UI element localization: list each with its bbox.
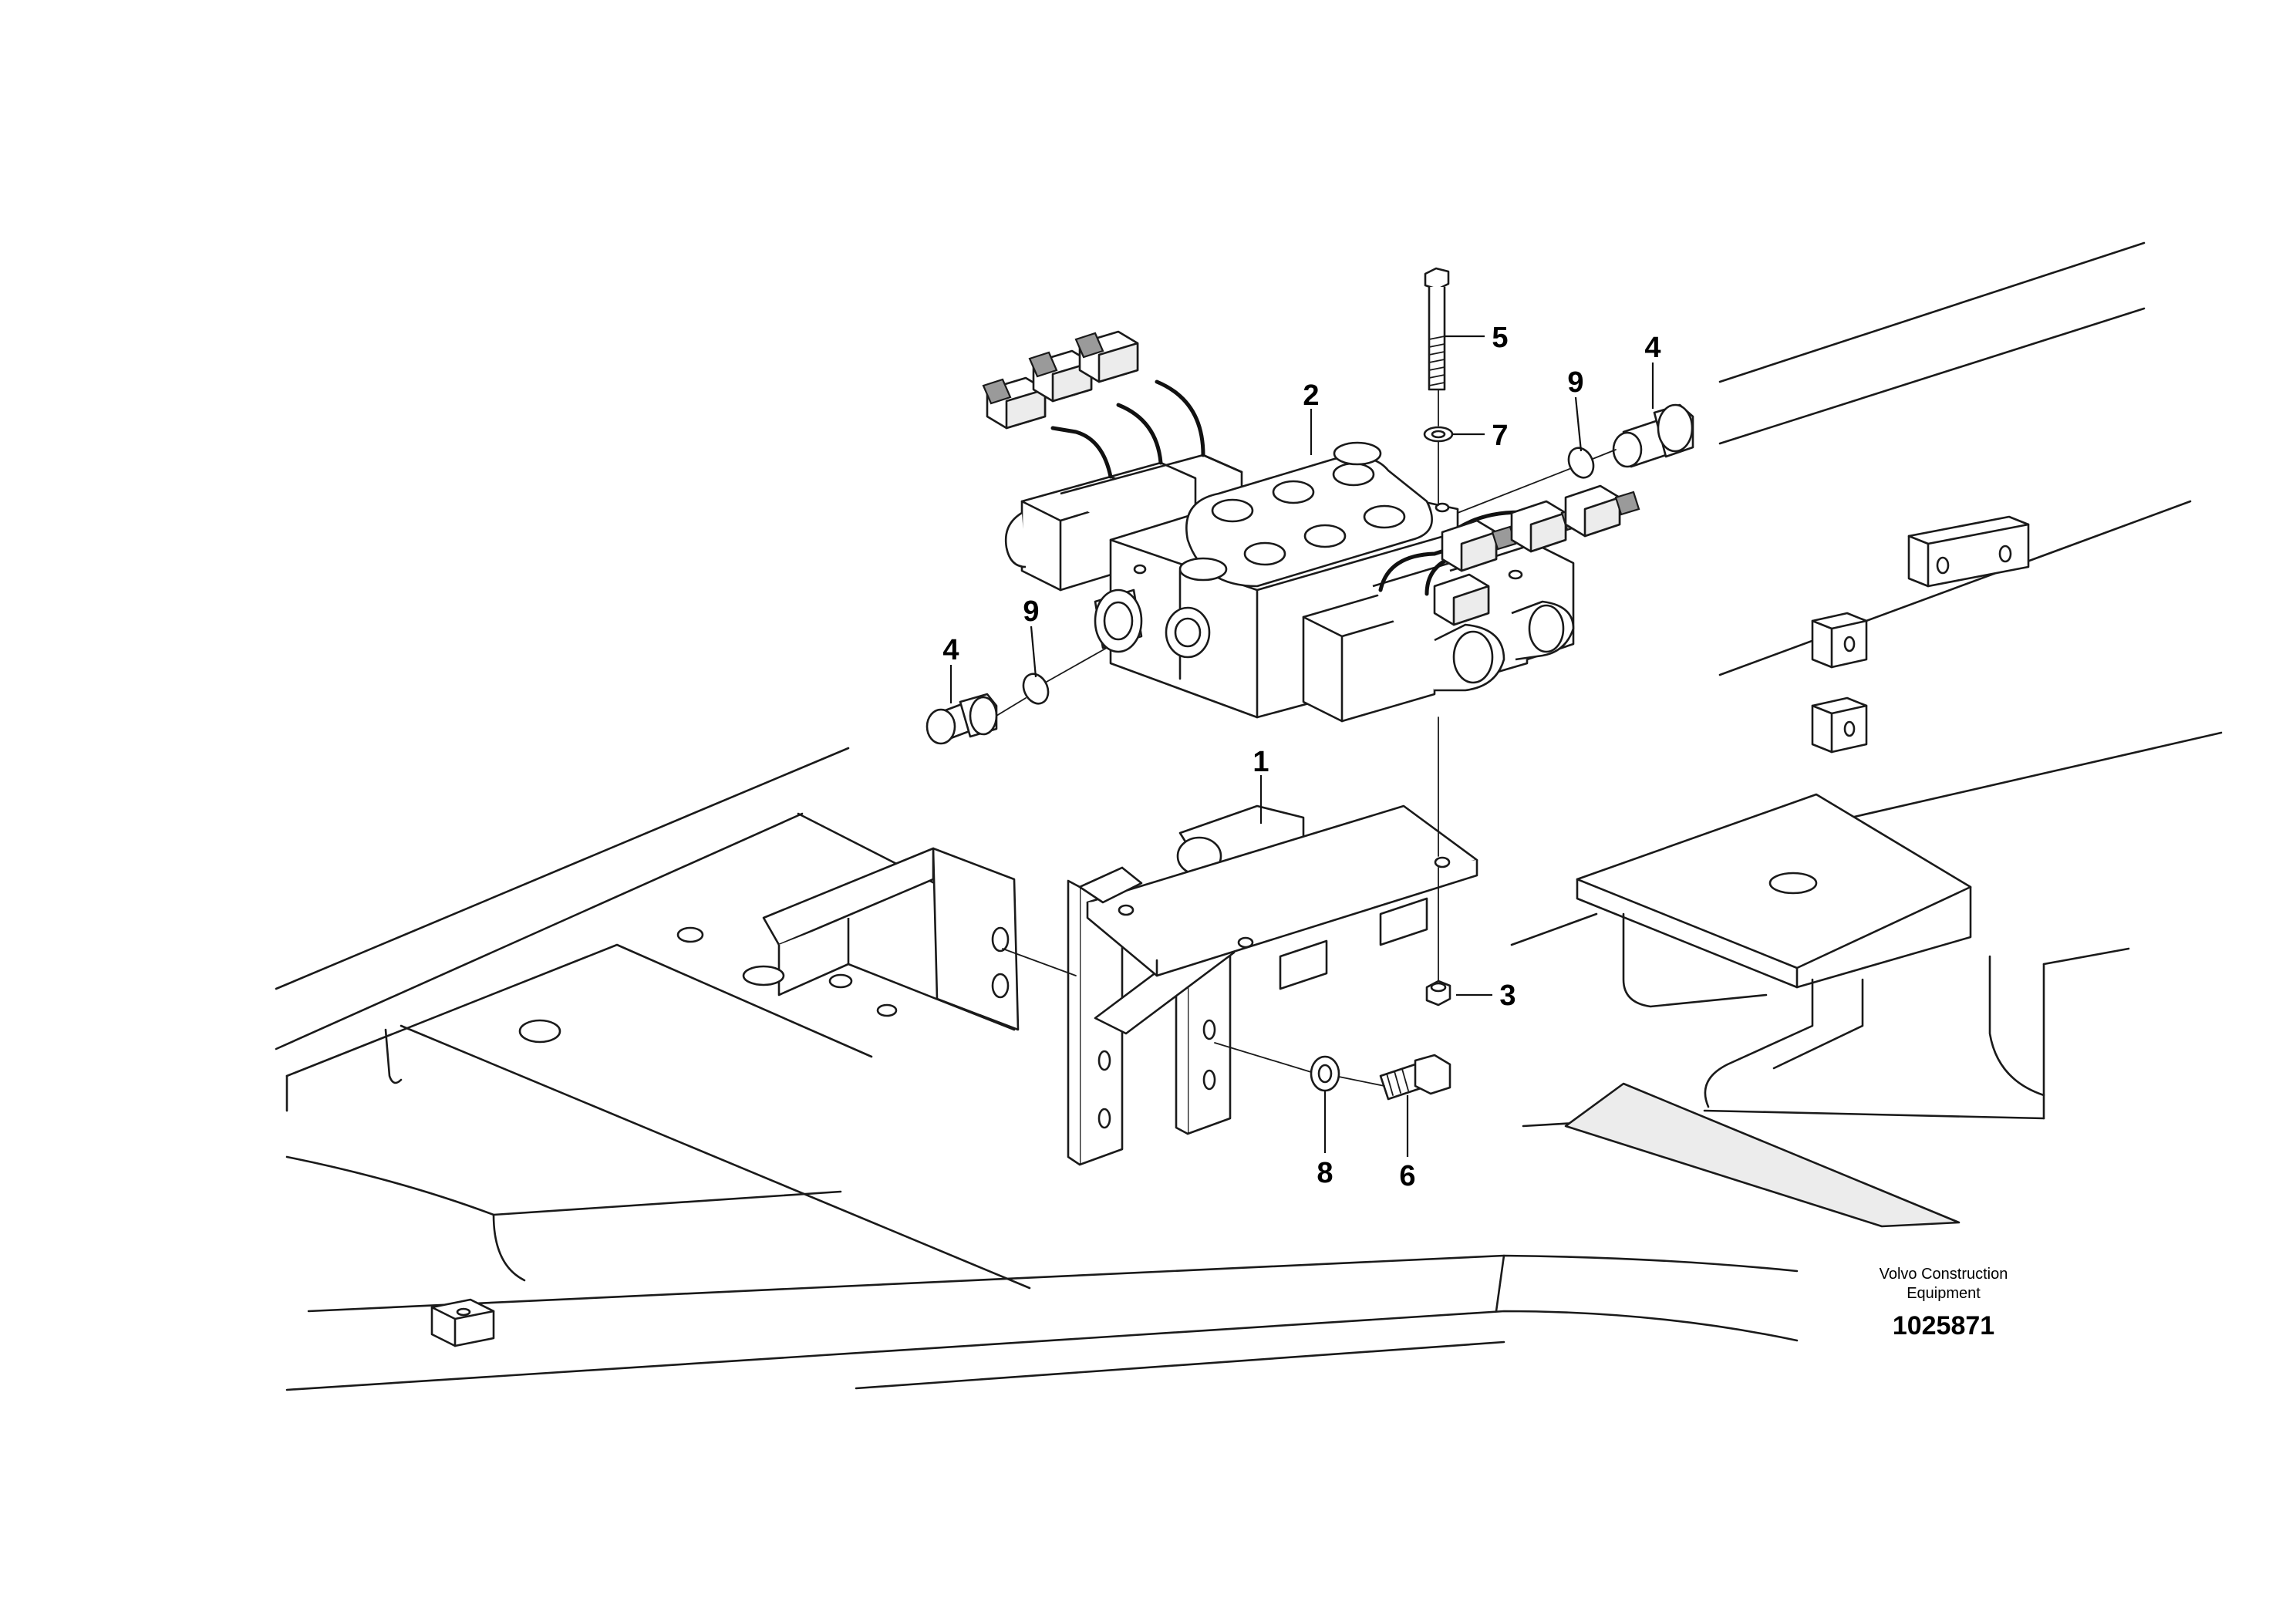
callout-3: 3 — [1499, 980, 1515, 1012]
bolt-5 — [1424, 267, 1450, 391]
callout-8: 8 — [1317, 1157, 1333, 1189]
washer-8 — [1310, 1055, 1340, 1092]
assembly-lines — [996, 389, 1617, 1087]
electrical-connectors — [982, 330, 1640, 626]
control-valve — [1004, 441, 1575, 723]
callout-6: 6 — [1399, 1160, 1415, 1192]
callout-7: 7 — [1492, 420, 1508, 452]
nut-3 — [1425, 980, 1451, 1007]
callout-4-right: 4 — [1644, 332, 1660, 364]
callout-4-left: 4 — [942, 634, 959, 666]
plug-4-right — [1612, 403, 1694, 468]
callout-9-left: 9 — [1023, 595, 1039, 628]
machine-frame — [275, 241, 2223, 1391]
callout-labels: 1 2 3 4 4 5 6 7 8 9 9 — [942, 322, 1660, 1192]
company-name-line2: Equipment — [1907, 1285, 1981, 1302]
callout-9-right: 9 — [1567, 366, 1583, 399]
callout-2: 2 — [1303, 379, 1319, 412]
document-number: 1025871 — [1892, 1311, 1995, 1340]
washer-7 — [1423, 426, 1454, 443]
mounting-bracket — [1067, 804, 1478, 1166]
callout-leaders — [949, 335, 1654, 1157]
document-stamp: Volvo Construction Equipment 1025871 — [1797, 1265, 2090, 1341]
plug-4-left — [925, 693, 998, 745]
o-ring-9-right — [1567, 447, 1595, 479]
company-name-line1: Volvo Construction — [1879, 1266, 2008, 1283]
o-ring-9-left — [1022, 673, 1050, 705]
callout-5: 5 — [1492, 322, 1508, 354]
screw-6 — [1379, 1054, 1451, 1101]
callout-1: 1 — [1253, 746, 1269, 778]
